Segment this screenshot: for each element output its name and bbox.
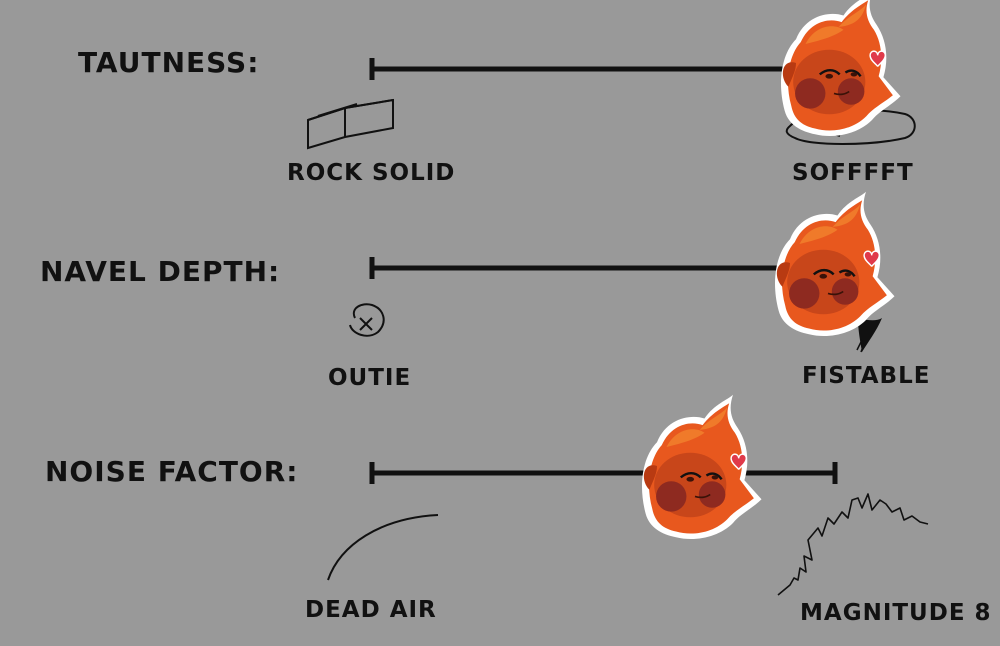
tautness-min-label: ROCK SOLID [287,160,456,186]
navel-depth-max-label: FISTABLE [802,363,931,389]
noise-factor-scale [369,462,838,484]
noise-factor-max-label: MAGNITUDE 8 [800,600,992,626]
navel-depth-min-label: OUTIE [328,365,412,391]
flat-wave-icon [327,514,439,581]
tautness-marker-head-icon [779,0,902,138]
tautness-title: TAUTNESS: [78,46,260,79]
outie-navel-icon [349,303,385,337]
noise-factor-min-label: DEAD AIR [305,597,437,623]
noise-factor-title: NOISE FACTOR: [45,455,299,488]
noise-factor-marker-head-icon [640,393,763,541]
deep-hole-icon [856,318,882,353]
navel-depth-scale [369,257,790,279]
brick-icon [307,98,394,150]
seismic-wave-icon [777,493,929,596]
tautness-scale [369,58,800,80]
navel-depth-title: NAVEL DEPTH: [40,255,281,288]
navel-depth-marker-head-icon [773,190,896,338]
tautness-max-label: SOFFFFT [792,160,914,186]
